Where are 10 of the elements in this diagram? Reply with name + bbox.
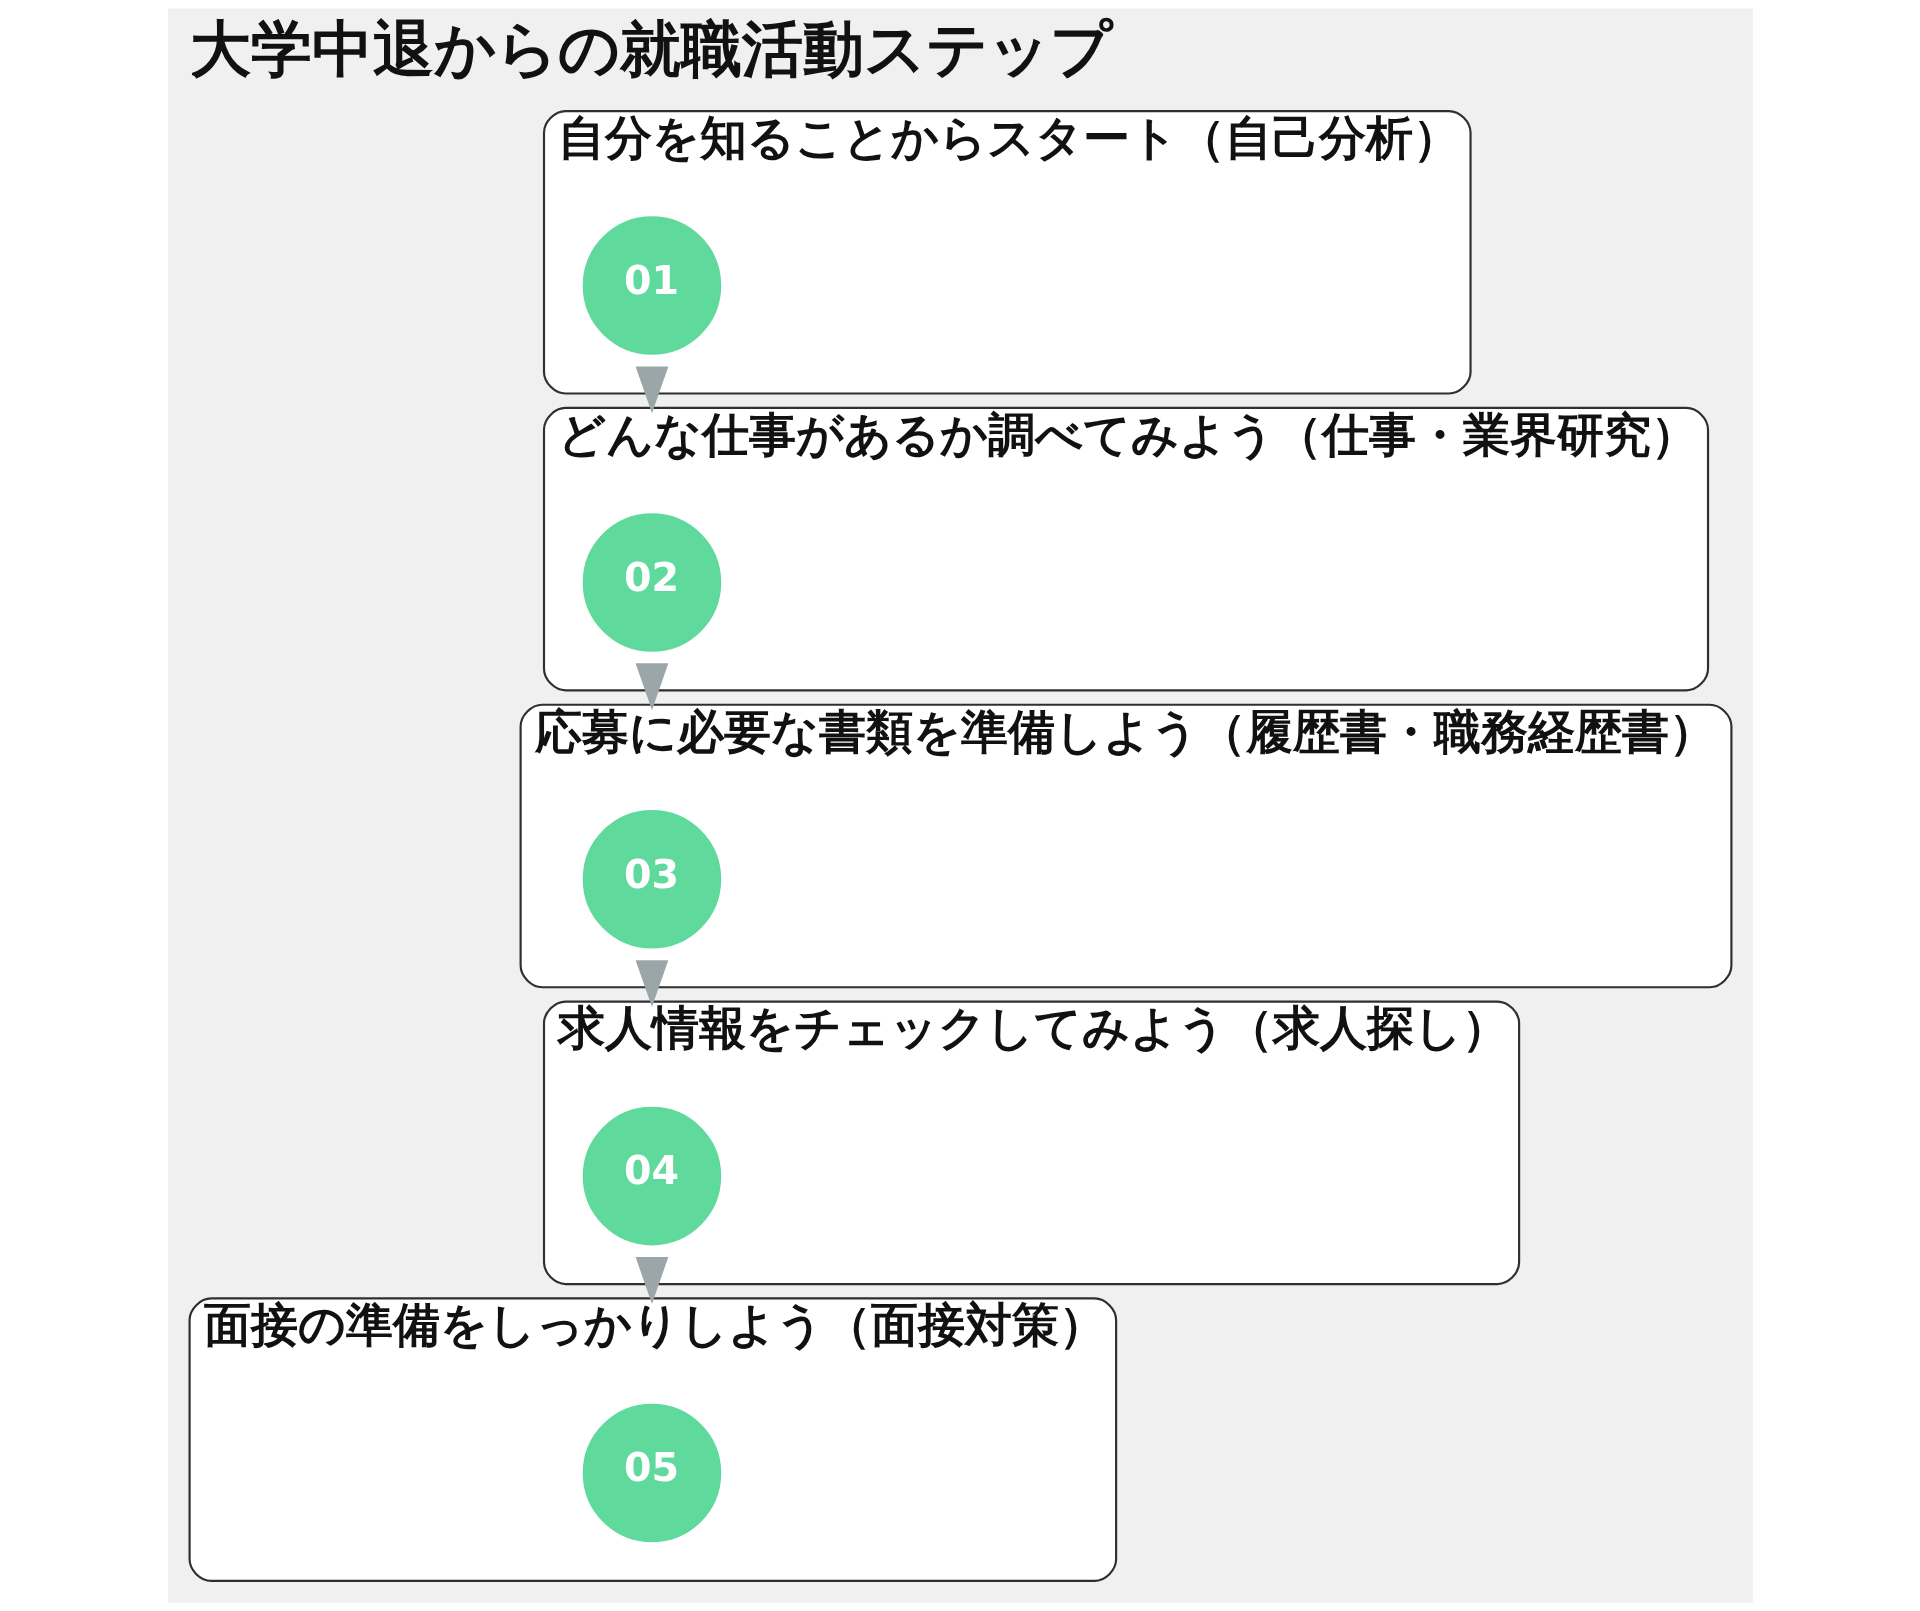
- node-circle: 02: [582, 513, 721, 652]
- node-circle: 01: [582, 216, 721, 355]
- arrow: [635, 663, 668, 711]
- node-circle: 04: [582, 1106, 721, 1246]
- arrow: [635, 366, 668, 414]
- arrow: [635, 1257, 668, 1304]
- arrow: [635, 960, 668, 1008]
- diagram-title: 大学中退からの就職活動ステップ: [189, 13, 1112, 85]
- node-circle: 03: [582, 810, 721, 949]
- node-circle: 05: [582, 1403, 721, 1543]
